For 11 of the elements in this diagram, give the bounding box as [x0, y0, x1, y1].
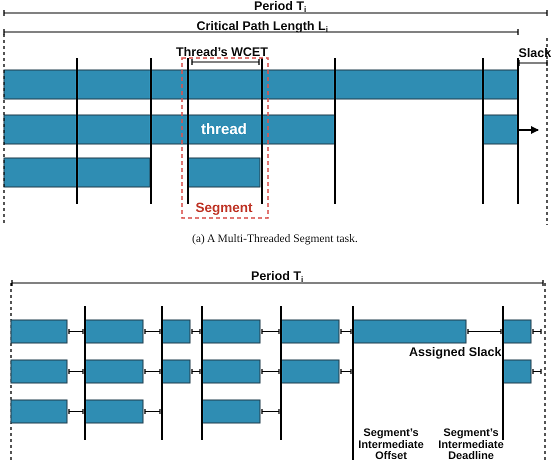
- period-label: Period T$_{i}$: [251, 270, 304, 286]
- caption: (a) A Multi-Threaded Segment task.: [192, 233, 358, 245]
- critical-path-label: Critical Path Length L$_{i}$: [196, 20, 328, 36]
- segment-label: Segment: [196, 201, 253, 214]
- offset-label: Segment’s Intermediate Offset: [357, 428, 425, 462]
- deadline-label: Segment’s Intermediate Deadline: [437, 428, 505, 462]
- slack-label: Slack: [518, 47, 551, 60]
- period-label: Period T$_{i}$: [254, 0, 306, 16]
- thread-label: thread: [201, 123, 247, 136]
- wcet-label: Thread’s WCET: [176, 46, 268, 59]
- assigned-slack-label: Assigned Slack: [409, 346, 502, 359]
